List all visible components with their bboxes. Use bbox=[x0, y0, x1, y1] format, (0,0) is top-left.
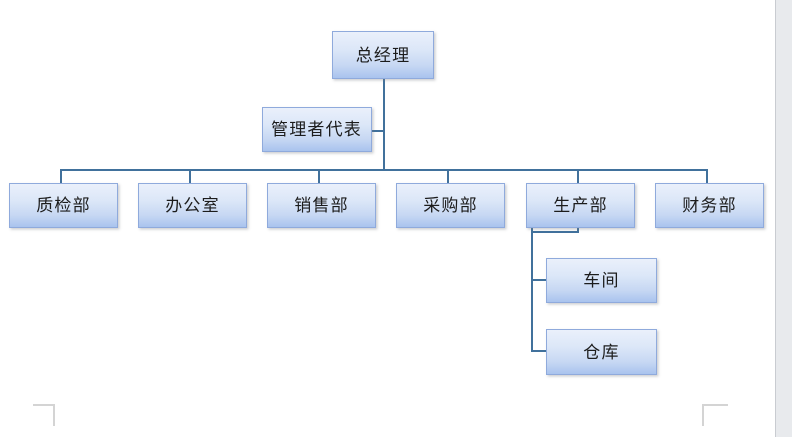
page-margin-mark-bottom-left bbox=[33, 404, 55, 426]
node-label: 财务部 bbox=[682, 196, 737, 215]
connector-drop-finance bbox=[706, 169, 708, 185]
connector-root-spine bbox=[383, 79, 385, 171]
node-label: 质检部 bbox=[36, 196, 91, 215]
node-warehouse[interactable]: 仓库 bbox=[546, 329, 657, 375]
connector-drop-purchasing bbox=[447, 169, 449, 185]
connector-production-elbow bbox=[531, 231, 579, 233]
node-quality-inspection-dept[interactable]: 质检部 bbox=[9, 183, 118, 228]
connector-drop-quality bbox=[60, 169, 62, 185]
connector-drop-office bbox=[189, 169, 191, 185]
connector-production-spine bbox=[531, 227, 533, 351]
node-label: 销售部 bbox=[294, 196, 349, 215]
node-purchasing-dept[interactable]: 采购部 bbox=[396, 183, 505, 228]
node-workshop[interactable]: 车间 bbox=[546, 258, 657, 303]
node-general-manager[interactable]: 总经理 bbox=[332, 31, 434, 79]
connector-branch-workshop bbox=[531, 279, 547, 281]
connector-branch-warehouse bbox=[531, 350, 547, 352]
node-finance-dept[interactable]: 财务部 bbox=[655, 183, 764, 228]
page-margin-mark-bottom-right bbox=[702, 404, 728, 426]
connector-assistant-stub bbox=[371, 130, 384, 132]
connector-drop-sales bbox=[318, 169, 320, 185]
connector-department-bus bbox=[60, 169, 707, 171]
node-sales-dept[interactable]: 销售部 bbox=[267, 183, 376, 228]
node-label: 车间 bbox=[583, 271, 620, 290]
connector-drop-production bbox=[577, 169, 579, 185]
node-label: 办公室 bbox=[165, 196, 220, 215]
document-canvas: 总经理 管理者代表 质检部 办公室 销售部 采购部 生产部 财务部 车间 仓库 bbox=[9, 31, 764, 426]
node-label: 总经理 bbox=[355, 45, 411, 65]
window-right-gutter[interactable] bbox=[775, 0, 792, 437]
node-management-representative[interactable]: 管理者代表 bbox=[262, 107, 372, 152]
node-office[interactable]: 办公室 bbox=[138, 183, 247, 228]
node-label: 采购部 bbox=[423, 196, 478, 215]
node-label: 生产部 bbox=[553, 196, 608, 215]
node-label: 仓库 bbox=[583, 342, 620, 362]
node-production-dept[interactable]: 生产部 bbox=[526, 183, 635, 228]
node-label: 管理者代表 bbox=[271, 120, 362, 139]
connector-production-stub bbox=[577, 227, 579, 233]
